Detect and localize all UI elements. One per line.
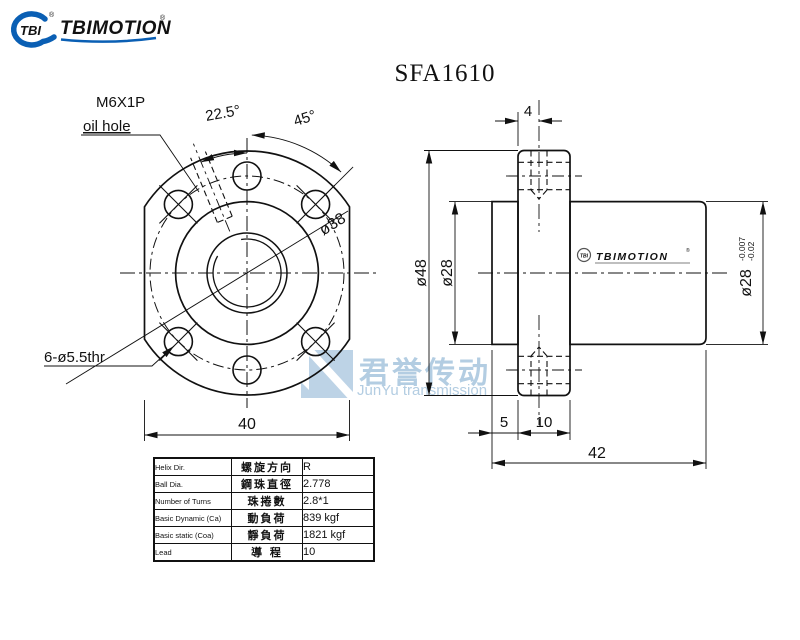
spec-zh: 導 程 — [231, 543, 303, 562]
spec-en: Basic Dynamic (Ca) — [153, 509, 232, 527]
dim-stub-len: 5 — [500, 414, 508, 431]
side-view — [424, 100, 768, 469]
bolt-hole-hidden — [518, 161, 570, 385]
spec-value: 2.778 — [302, 475, 375, 493]
front-view — [44, 132, 376, 441]
dim-shaft-dia: ø28 — [738, 269, 755, 297]
spec-zh: 動負荷 — [231, 509, 303, 527]
spec-zh: 螺旋方向 — [231, 457, 303, 476]
spec-value: R — [302, 457, 375, 476]
engraved-brand: TBI TBIMOTION ® — [576, 247, 690, 264]
dim-oil-hole-offset: 4 — [524, 103, 532, 120]
spec-zh: 珠捲數 — [231, 492, 303, 510]
table-row: Helix Dir. 螺旋方向 R — [153, 457, 375, 476]
oil-hole-hidden — [190, 143, 233, 232]
dim-flange-thk: 10 — [536, 414, 553, 431]
dim-shaft-dia-tol: ø28 -0.007 -0.02 — [737, 237, 756, 297]
table-row: Ball Dia. 鋼珠直徑 2.778 — [153, 475, 375, 493]
spec-value: 1821 kgf — [302, 526, 375, 544]
table-row: Basic Dynamic (Ca) 動負荷 839 kgf — [153, 509, 375, 527]
label-oil-hole-name: oil hole — [83, 118, 131, 135]
table-row: Lead 導 程 10 — [153, 543, 375, 562]
brand-name: TBIMOTION — [60, 18, 172, 39]
brand-registered-mark: ® — [160, 14, 166, 22]
page-title: SFA1610 — [394, 60, 496, 87]
brand-logo: TBI ® TBIMOTION ® — [10, 11, 172, 48]
tbi-c-logo-text: TBI — [20, 23, 41, 38]
watermark-text-zh: 君誉传动 — [359, 356, 491, 391]
spec-en: Helix Dir. — [153, 457, 232, 476]
dim-angle-oil: 22.5° — [204, 102, 242, 125]
hole-cross-marks — [159, 185, 335, 361]
tbi-c-swoosh-icon — [10, 11, 57, 48]
watermark: 君誉传动 JunYu transmission — [301, 348, 501, 408]
dim-angle-holes: 45° — [291, 107, 318, 130]
table-row: Number of Turns 珠捲數 2.8*1 — [153, 492, 375, 510]
dim-tol-lower: -0.02 — [746, 241, 756, 261]
brand-underline-swoosh — [60, 36, 157, 43]
watermark-text-en: JunYu transmission — [357, 382, 488, 399]
c-registered-mark: ® — [49, 11, 55, 19]
spec-en: Basic static (Coa) — [153, 526, 232, 544]
spec-value: 2.8*1 — [302, 492, 375, 510]
dim-bolt-circle: ø38 — [317, 210, 349, 239]
dim-total-len: 42 — [588, 445, 606, 462]
spec-value: 10 — [302, 543, 375, 562]
dim-body-dia: ø28 — [439, 259, 456, 287]
spec-value: 839 kgf — [302, 509, 375, 527]
engraved-registered-mark: ® — [686, 247, 690, 254]
label-holes-spec: 6-ø5.5thr — [44, 349, 105, 366]
engraved-c-logo-text: TBI — [580, 254, 589, 260]
spec-table: Helix Dir. 螺旋方向 R Ball Dia. 鋼珠直徑 2.778 N… — [153, 457, 375, 562]
spec-zh: 鋼珠直徑 — [231, 475, 303, 493]
bolt-holes — [163, 161, 331, 385]
spec-en: Ball Dia. — [153, 475, 232, 493]
spec-en: Number of Turns — [153, 492, 232, 510]
dim-tol-upper: -0.007 — [737, 237, 747, 261]
label-oil-hole-spec: M6X1P — [96, 94, 145, 111]
dim-flange-width: 40 — [238, 416, 256, 433]
side-oil-hole-hidden — [530, 150, 548, 396]
dim-flange-dia: ø48 — [413, 259, 430, 287]
engraved-brand-name: TBIMOTION — [596, 251, 668, 263]
table-row: Basic static (Coa) 靜負荷 1821 kgf — [153, 526, 375, 544]
spec-en: Lead — [153, 543, 232, 562]
watermark-logo — [301, 350, 356, 401]
spec-zh: 靜負荷 — [231, 526, 303, 544]
